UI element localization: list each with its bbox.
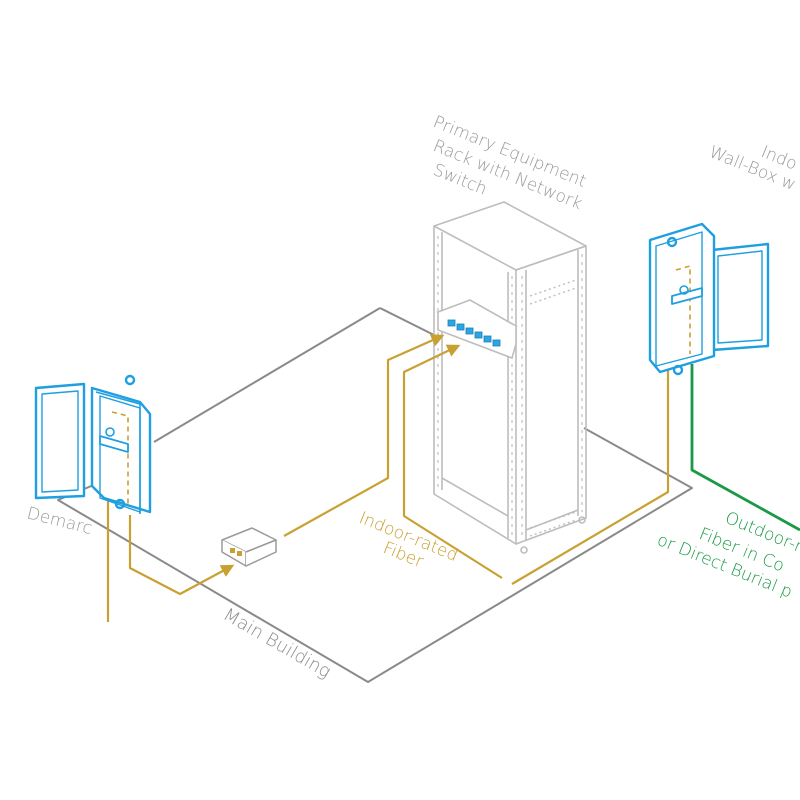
main-building-outline [57,307,693,683]
media-converter-icon [221,527,277,567]
indoor-wall-box-icon [648,222,770,376]
demarc-label: Demarc [25,503,94,538]
main-building-label: Main Building [220,604,335,682]
equipment-rack-icon [433,201,587,554]
outdoor-fiber-path [690,364,800,532]
network-switch-icon [436,299,518,360]
demarc-wall-box-icon [34,374,152,514]
